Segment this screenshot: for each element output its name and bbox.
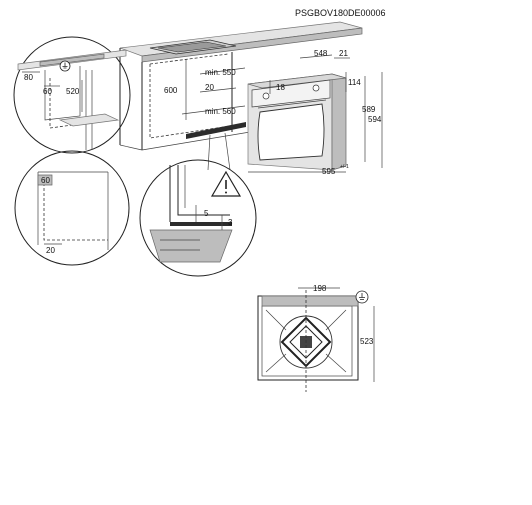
dim-18: 18 bbox=[276, 83, 285, 92]
dim-60-left: 60 bbox=[41, 176, 50, 185]
earth-ground-icon-back bbox=[355, 290, 369, 304]
dim-20-left: 20 bbox=[46, 246, 55, 255]
oven-back-drawing: 198 523 bbox=[257, 284, 375, 392]
earth-ground-icon bbox=[59, 60, 71, 72]
dim-595: 595 bbox=[322, 167, 336, 176]
oven-knob-left bbox=[262, 92, 270, 100]
dim-60-top: 60 bbox=[43, 87, 52, 96]
dim-594: 594 bbox=[368, 115, 382, 124]
plinth-strip bbox=[186, 122, 246, 139]
dim-20-cabinet: 20 bbox=[205, 83, 214, 92]
dim-min-550: min. 550 bbox=[205, 68, 236, 77]
dim-min-560: min. 560 bbox=[205, 107, 236, 116]
dim-80: 80 bbox=[24, 73, 33, 82]
dim-21: 21 bbox=[339, 49, 348, 58]
dim-3: 3 bbox=[228, 218, 233, 227]
dim-600: 600 bbox=[164, 86, 178, 95]
dim-589: 589 bbox=[362, 105, 376, 114]
dim-520: 520 bbox=[66, 87, 80, 96]
dim-595-tolerance: +/-1 bbox=[340, 164, 349, 170]
drawing-code: PSGBOV180DE00006 bbox=[295, 8, 386, 18]
dim-5: 5 bbox=[204, 209, 209, 218]
dim-198: 198 bbox=[313, 284, 327, 293]
oven-drawing: 548 21 18 114 589 594 595 +/-1 bbox=[247, 49, 383, 176]
dim-523: 523 bbox=[360, 337, 374, 346]
dim-548: 548 bbox=[314, 49, 328, 58]
cabinet-drawing: 600 min. 550 20 min. 560 bbox=[119, 21, 363, 171]
oven-door-window bbox=[257, 103, 325, 161]
warning-triangle-icon bbox=[210, 170, 242, 197]
oven-knob-right bbox=[312, 84, 320, 92]
zoom-left-detail: 60 20 bbox=[14, 150, 130, 266]
zoom-top-detail: 80 60 520 bbox=[13, 36, 131, 154]
dim-114: 114 bbox=[348, 78, 361, 87]
zoom-mid-detail: 5 3 bbox=[139, 159, 257, 277]
